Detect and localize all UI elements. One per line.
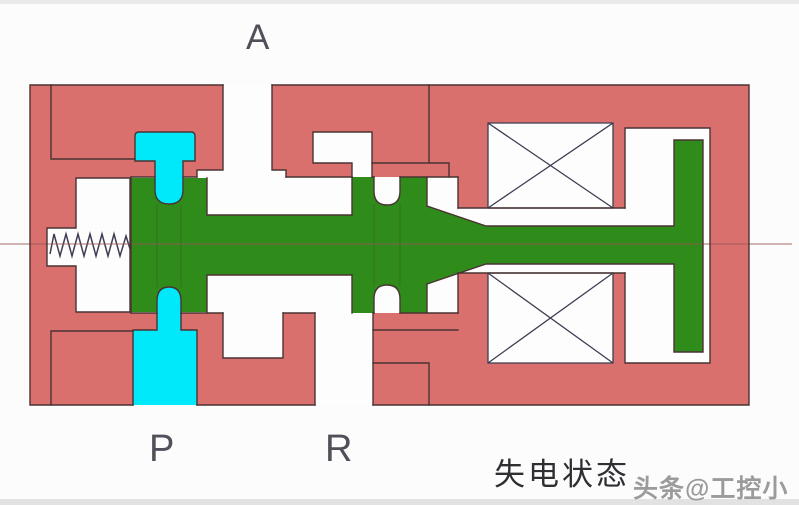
outline-linework (29, 84, 750, 406)
spring-chamber (47, 178, 130, 312)
hole-edge-lines (156, 204, 401, 287)
armature-plunger (427, 140, 703, 352)
port-r-upper-groove (313, 132, 372, 177)
return-spring (49, 231, 132, 259)
top-edge-strip (0, 0, 799, 4)
bottom-edge-strip (0, 499, 799, 505)
spool (131, 140, 703, 352)
port-label-p: P (149, 428, 175, 470)
port-label-r: R (325, 428, 353, 470)
port-label-a: A (246, 18, 270, 57)
watermark: 头条@工控小知 (633, 475, 789, 503)
port-r-channel (315, 313, 373, 405)
port-a-channel (197, 85, 286, 177)
spool-hole-bottom (374, 285, 400, 313)
port-a-lower-groove (223, 313, 283, 358)
state-caption: 失电状态 (494, 457, 630, 492)
fluid-upper-groove (135, 132, 195, 204)
spool-waist (207, 215, 353, 275)
spool-hole-top (374, 177, 400, 205)
